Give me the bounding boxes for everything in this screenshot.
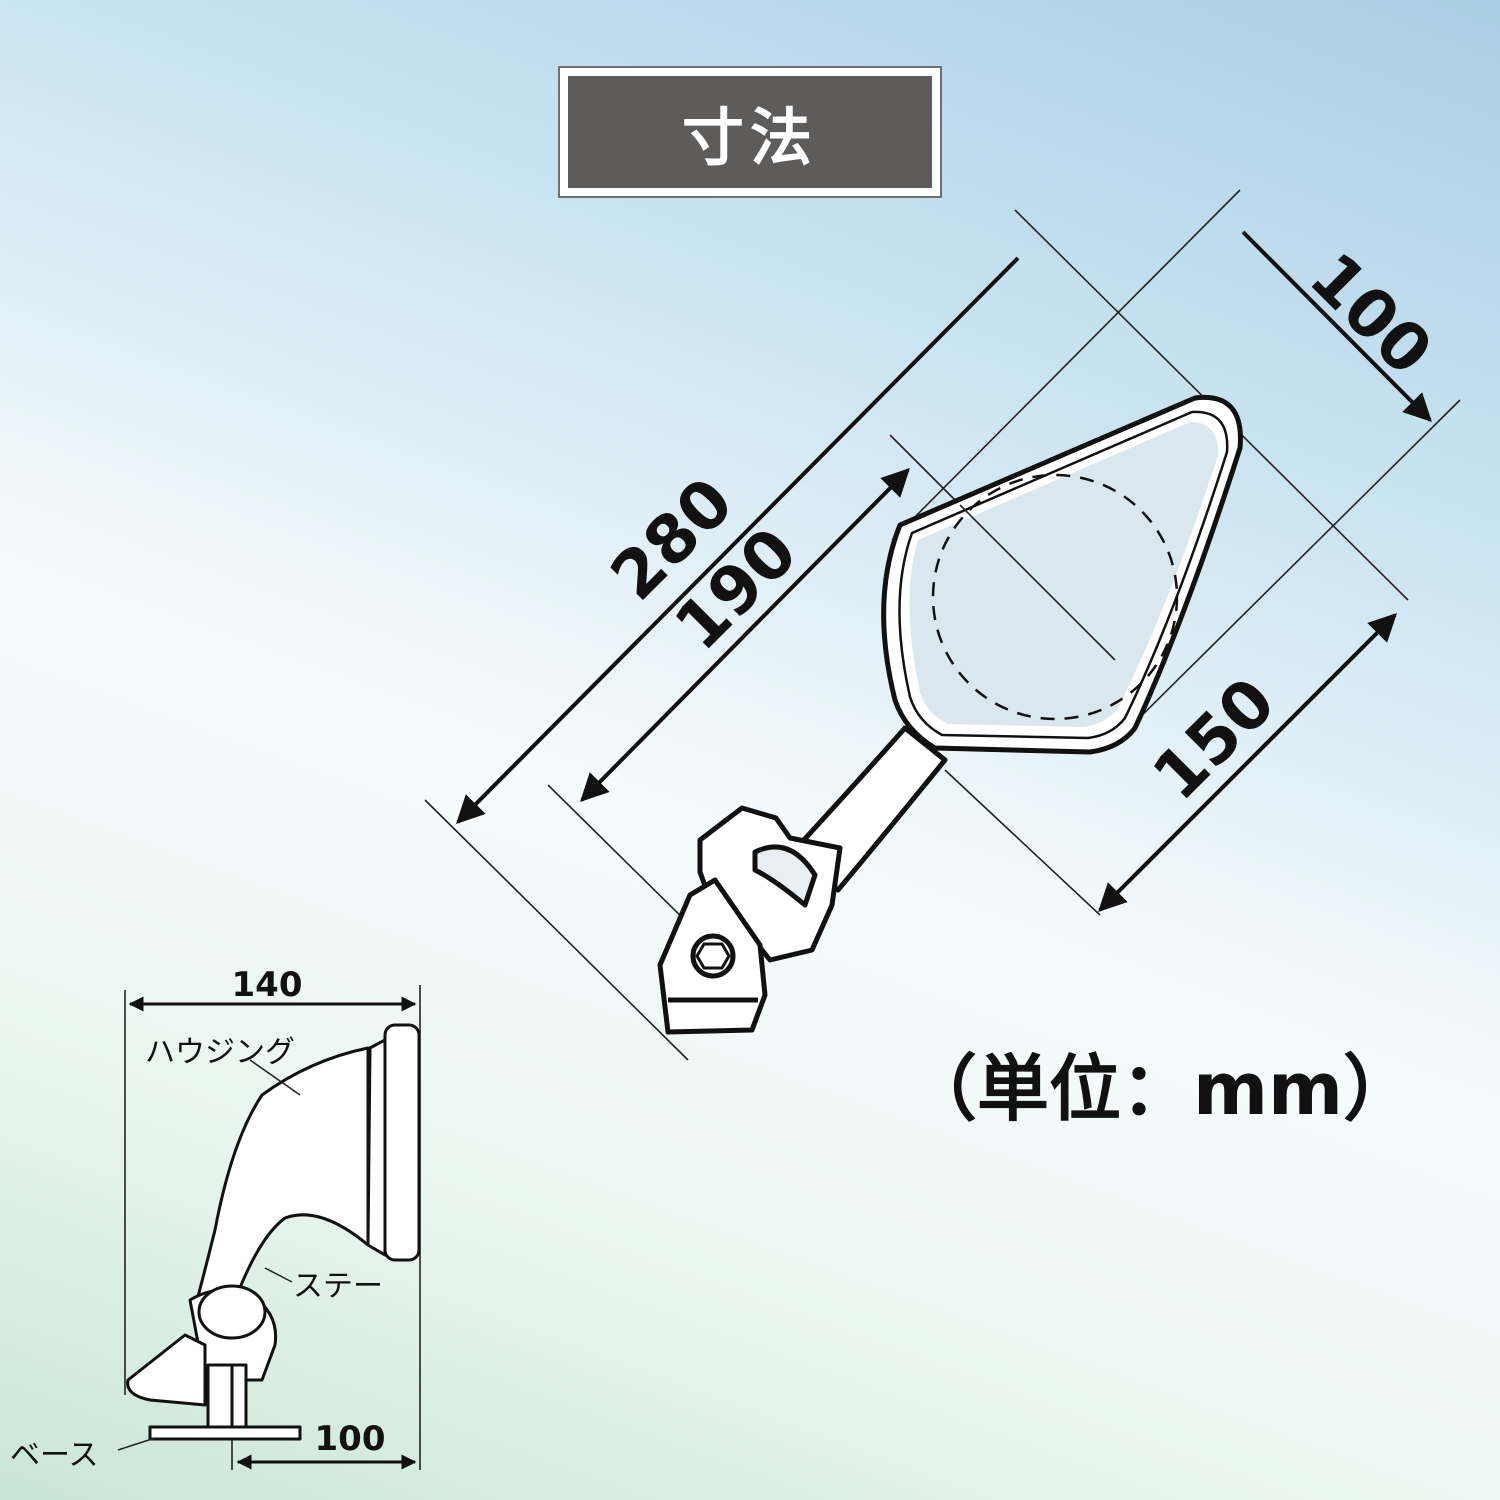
side-view: 140 100 ハウジング ステー ベース: [10, 965, 421, 1473]
label-housing: ハウジング: [145, 1035, 295, 1070]
label-base: ベース: [10, 1438, 99, 1473]
dim-label-100-top: 100: [1295, 238, 1447, 390]
main-mirror-view: 280 190 100 150: [424, 189, 1461, 1061]
side-dim-label-100: 100: [315, 1419, 386, 1459]
dim-arrow-150: [1098, 613, 1397, 912]
mirror-lens-circle: [931, 473, 1179, 721]
title-box: 寸法: [558, 66, 942, 198]
dim-arrow-100: [1241, 230, 1432, 422]
side-dim-label-140: 140: [232, 965, 303, 1005]
mirror-stay: [657, 725, 948, 1035]
mirror-head: [881, 394, 1243, 755]
page-title: 寸法: [568, 76, 932, 188]
dimension-arrows: [456, 230, 1432, 912]
unit-note: （単位：mm）: [905, 1047, 1416, 1131]
side-mirror-drawing: [126, 1023, 421, 1441]
dim-arrow-190: [580, 468, 910, 802]
label-stay: ステー: [293, 1269, 383, 1304]
dim-label-150: 150: [1138, 663, 1290, 815]
